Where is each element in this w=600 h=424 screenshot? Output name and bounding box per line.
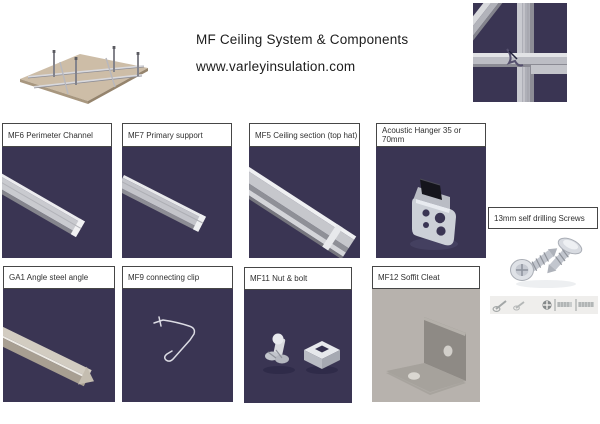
- mf11-nut-bolt-image: [244, 290, 352, 403]
- product-card-mf11: MF11 Nut & bolt: [244, 267, 352, 403]
- product-label: MF11 Nut & bolt: [244, 267, 352, 290]
- channel-junction-drawing: [473, 3, 567, 102]
- page-title: MF Ceiling System & Components: [196, 32, 409, 47]
- screw-angled-icon: [513, 301, 525, 311]
- ceiling-system-illustration: [18, 38, 150, 106]
- screws-label: 13mm self drilling Screws: [488, 207, 598, 229]
- product-card-mf5: MF5 Ceiling section (top hat): [249, 123, 360, 258]
- product-label-text: GA1 Angle steel angle: [9, 273, 89, 282]
- acoustic-hanger-image: [376, 147, 486, 258]
- mf12-soffit-cleat-image: [372, 289, 480, 402]
- screw-length-diagram: [575, 299, 594, 311]
- mf9-connecting-clip-image: [122, 289, 233, 402]
- product-label-text: MF5 Ceiling section (top hat): [255, 130, 358, 140]
- product-card-mf9: MF9 connecting clip: [122, 266, 233, 402]
- product-label-text: MF11 Nut & bolt: [250, 274, 308, 283]
- screws-label-text: 13mm self drilling Screws: [494, 213, 585, 223]
- product-label: MF7 Primary support: [122, 123, 232, 147]
- product-card-mf7: MF7 Primary support: [122, 123, 232, 258]
- mf6-channel-image: [2, 147, 112, 258]
- ceiling-grid-image: [20, 46, 148, 104]
- product-label-text: MF6 Perimeter Channel: [8, 130, 93, 140]
- product-card-acoustic-hanger: Acoustic Hanger 35 or 70mm: [376, 123, 486, 258]
- phillips-drive-icon: [542, 300, 552, 310]
- product-label: MF5 Ceiling section (top hat): [249, 123, 360, 147]
- product-card-mf12: MF12 Soffit Cleat: [372, 266, 480, 402]
- website-url: www.varleyinsulation.com: [196, 59, 356, 74]
- screw-angled-icon: [492, 300, 507, 313]
- ga1-angle-image: [3, 289, 115, 402]
- product-card-ga1: GA1 Angle steel angle: [3, 266, 115, 402]
- screw-spec-icons-strip: [490, 296, 598, 314]
- product-label-text: MF7 Primary support: [128, 130, 203, 140]
- product-label-text: MF9 connecting clip: [128, 273, 200, 282]
- product-label-text: Acoustic Hanger 35 or 70mm: [382, 126, 462, 144]
- mf5-ceiling-section-image: [249, 147, 360, 258]
- screw-length-diagram: [554, 299, 572, 311]
- product-label: Acoustic Hanger 35 or 70mm: [376, 123, 486, 147]
- product-label: MF9 connecting clip: [122, 266, 233, 289]
- product-card-mf6: MF6 Perimeter Channel: [2, 123, 112, 258]
- product-label: GA1 Angle steel angle: [3, 266, 115, 289]
- product-label-text: MF12 Soffit Cleat: [378, 273, 440, 282]
- mf7-channel-image: [122, 147, 232, 258]
- screws-image: [490, 230, 600, 294]
- channel-junction-image: [473, 3, 567, 102]
- product-label: MF12 Soffit Cleat: [372, 266, 480, 289]
- product-label: MF6 Perimeter Channel: [2, 123, 112, 147]
